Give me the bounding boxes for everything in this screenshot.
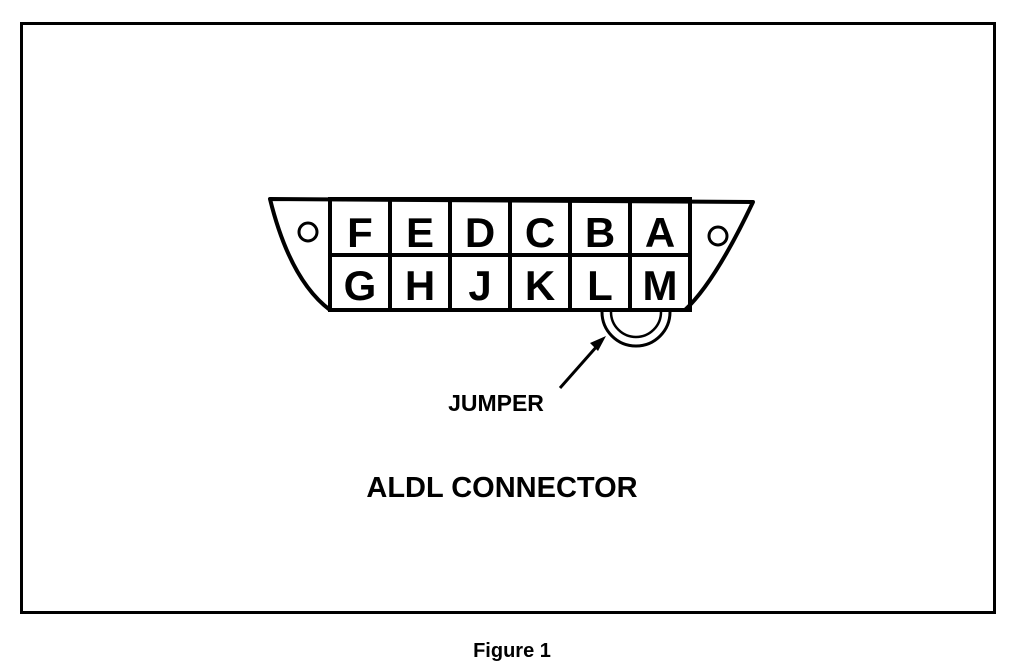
jumper-loop	[600, 311, 672, 348]
pin-label: H	[405, 262, 435, 309]
figure-caption: Figure 1	[473, 640, 551, 662]
pin-label: M	[643, 262, 678, 309]
connector-title: ALDL CONNECTOR	[366, 472, 637, 504]
pin-grid-column-dividers	[388, 199, 632, 310]
figure-frame	[20, 22, 996, 614]
pin-label: C	[525, 209, 555, 256]
pin-label: E	[406, 209, 434, 256]
pin-label: F	[347, 209, 373, 256]
pin-label: A	[645, 209, 675, 256]
pin-label: D	[465, 209, 495, 256]
jumper-callout-arrow	[558, 336, 606, 389]
jumper-label: JUMPER	[448, 390, 544, 416]
pin-label: K	[525, 262, 555, 309]
pin-label: J	[468, 262, 491, 309]
pin-label: G	[344, 262, 377, 309]
right-mounting-hole	[707, 225, 729, 247]
pin-label: L	[587, 262, 613, 309]
pin-label: B	[585, 209, 615, 256]
left-mounting-hole	[297, 221, 319, 243]
